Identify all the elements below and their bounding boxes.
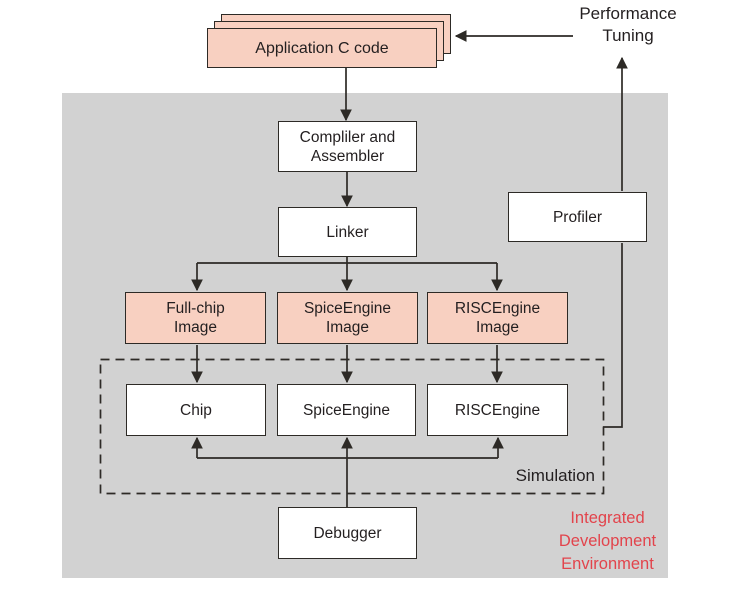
linker-label: Linker: [326, 223, 369, 241]
ide-label-line2: Development: [558, 532, 657, 550]
debugger-label: Debugger: [313, 524, 382, 542]
chip-box: Chip: [126, 384, 266, 436]
performance-tuning-line2: Tuning: [602, 26, 654, 45]
compiler-assembler-box: Compliler and Assembler: [278, 121, 417, 172]
ide-label-line3: Environment: [561, 555, 654, 573]
riscengine-image-box: RISCEngine Image: [427, 292, 568, 344]
riscengine-image-label-line1: RISCEngine: [454, 300, 541, 317]
spiceengine-image-label-line1: SpiceEngine: [303, 300, 392, 317]
spiceengine-image-label-line2: Image: [325, 319, 370, 336]
ide-label-line1: Integrated: [570, 509, 645, 527]
fullchip-image-label-line1: Full-chip: [166, 300, 225, 317]
profiler-box: Profiler: [508, 192, 647, 242]
simulation-label: Simulation: [515, 466, 595, 485]
debugger-box: Debugger: [278, 507, 417, 559]
application-c-code-box: Application C code: [207, 28, 437, 68]
chip-label: Chip: [180, 401, 212, 419]
compiler-label-line2: Assembler: [310, 147, 385, 165]
riscengine-label: RISCEngine: [454, 401, 541, 419]
fullchip-image-box: Full-chip Image: [125, 292, 266, 344]
performance-tuning-line1: Performance: [579, 4, 677, 23]
fullchip-image-label-line2: Image: [173, 319, 218, 336]
integrated-development-environment-label: Integrated Development Environment: [545, 507, 670, 576]
riscengine-image-label-line2: Image: [475, 319, 520, 336]
riscengine-box: RISCEngine: [427, 384, 568, 436]
spiceengine-label: SpiceEngine: [302, 401, 391, 419]
spiceengine-image-box: SpiceEngine Image: [277, 292, 418, 344]
compiler-label-line1: Compliler and: [299, 128, 396, 146]
spiceengine-box: SpiceEngine: [277, 384, 416, 436]
linker-box: Linker: [278, 207, 417, 257]
profiler-label: Profiler: [552, 208, 603, 226]
performance-tuning-label: Performance Tuning: [558, 3, 698, 47]
application-c-code-label: Application C code: [255, 39, 389, 57]
